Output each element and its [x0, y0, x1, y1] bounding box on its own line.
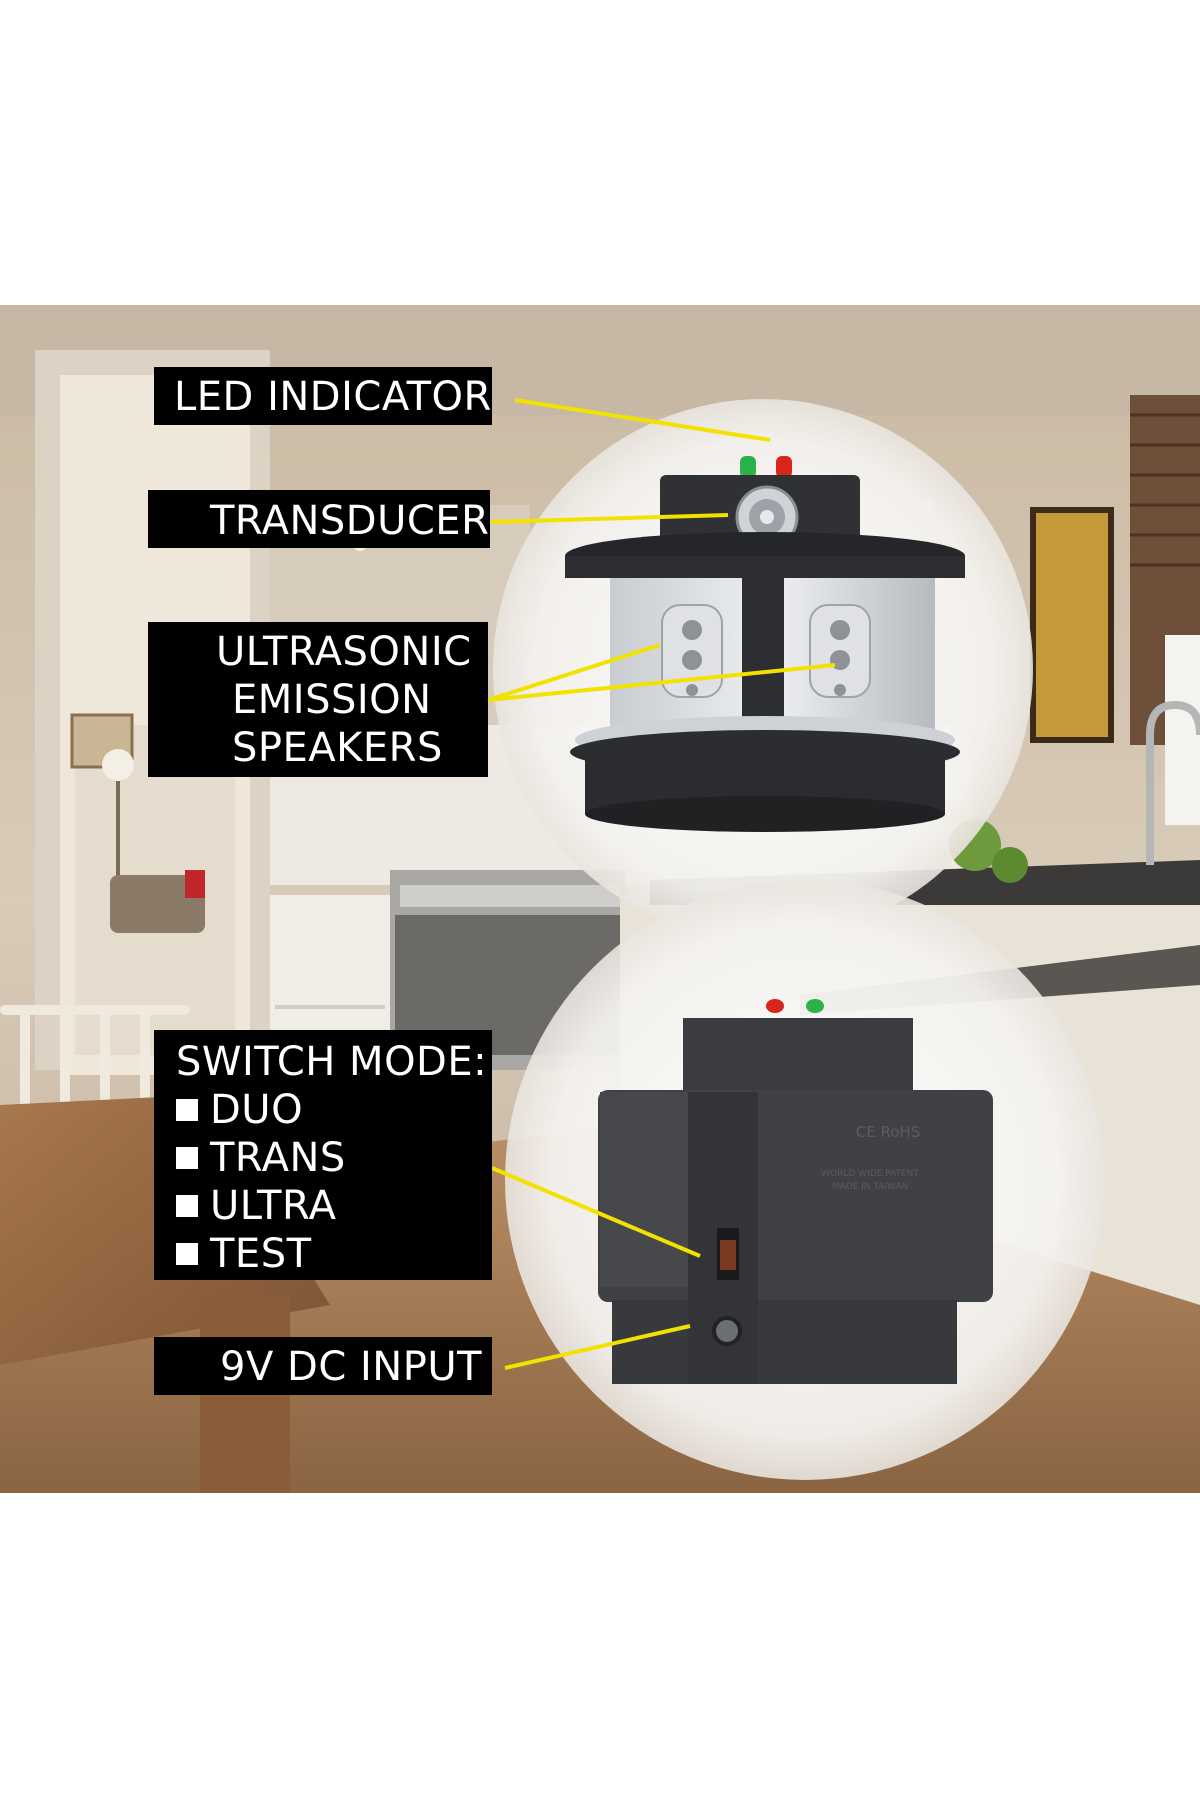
label-speakers: ULTRASONIC EMISSION SPEAKERS — [148, 622, 488, 777]
switch-mode-item: ULTRA — [176, 1182, 492, 1230]
switch-mode-item: TRANS — [176, 1134, 492, 1182]
speakers-line-3: SPEAKERS — [232, 725, 443, 771]
label-dc-input: 9V DC INPUT — [154, 1337, 492, 1395]
switch-mode-item: TEST — [176, 1230, 492, 1278]
label-switch-mode: SWITCH MODE: DUO TRANS ULTRA TEST — [154, 1030, 492, 1280]
square-bullet-icon — [176, 1099, 198, 1121]
kitchen-background-photo — [0, 305, 1200, 1493]
square-bullet-icon — [176, 1195, 198, 1217]
label-transducer: TRANSDUCER — [148, 490, 490, 548]
speakers-line-1: ULTRASONIC — [216, 629, 472, 675]
speakers-line-2: EMISSION — [232, 677, 432, 723]
label-led-indicator: LED INDICATOR — [154, 367, 492, 425]
switch-mode-item: DUO — [176, 1086, 492, 1134]
square-bullet-icon — [176, 1243, 198, 1265]
switch-mode-title: SWITCH MODE: — [176, 1039, 488, 1085]
square-bullet-icon — [176, 1147, 198, 1169]
